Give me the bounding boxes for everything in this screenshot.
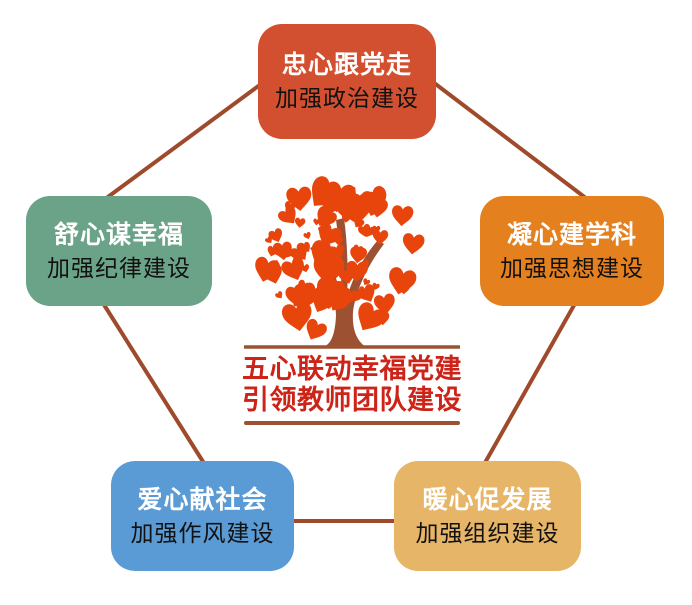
node-subtitle: 加强组织建设: [415, 520, 560, 547]
heart-icon: [268, 228, 283, 243]
connector-line: [95, 74, 274, 207]
heart-icon: [305, 289, 313, 297]
heart-canopy: [255, 176, 425, 340]
heart-icon: [358, 302, 386, 331]
heart-icon: [273, 241, 292, 261]
node-title: 舒心谋幸福: [53, 219, 184, 249]
heart-icon: [282, 301, 312, 332]
heart-icon: [325, 181, 356, 213]
heart-icon: [392, 205, 414, 227]
heart-icon: [356, 201, 364, 210]
heart-icon: [389, 267, 417, 295]
node-right: 凝心建学科 加强思想建设: [480, 196, 664, 306]
center-logo: 五心联动幸福党建 引领教师团队建设: [240, 156, 464, 425]
heart-icon: [262, 263, 282, 284]
heart-icon: [311, 240, 338, 267]
connector-line: [423, 74, 597, 207]
heart-icon: [293, 201, 302, 209]
heart-icon: [338, 267, 355, 284]
logo-underline: [244, 421, 460, 425]
node-left: 舒心谋幸福 加强纪律建设: [26, 196, 212, 306]
heart-icon: [363, 278, 371, 286]
heart-icon: [372, 229, 389, 245]
heart-icon: [374, 293, 395, 315]
heart-icon: [317, 206, 337, 226]
node-subtitle: 加强政治建设: [275, 86, 419, 112]
node-title: 爱心献社会: [137, 484, 268, 514]
heart-icon: [397, 282, 411, 295]
connector-line: [480, 298, 579, 470]
heart-icon: [372, 282, 380, 290]
connector-line: [99, 298, 209, 470]
node-title: 凝心建学科: [506, 219, 637, 249]
heart-icon: [372, 225, 381, 234]
heart-icon: [342, 287, 359, 304]
heart-icon: [284, 201, 296, 212]
node-title: 忠心跟党走: [281, 50, 412, 79]
heart-icon: [358, 224, 370, 237]
heart-icon: [316, 277, 346, 306]
heart-icon: [306, 318, 327, 340]
logo-text-line2: 引领教师团队建设: [242, 385, 462, 416]
heart-icon: [348, 212, 358, 222]
heart-icon: [354, 217, 365, 228]
node-bottom-left: 爱心献社会 加强作风建设: [111, 461, 294, 571]
heart-icon: [366, 191, 381, 206]
heart-icon: [313, 218, 321, 226]
heart-icon: [294, 285, 302, 294]
node-bottom-right: 暖心促发展 加强组织建设: [394, 461, 581, 571]
node-subtitle: 加强作风建设: [130, 520, 275, 547]
heart-icon: [376, 314, 386, 324]
heart-icon: [293, 256, 302, 265]
node-top: 忠心跟党走 加强政治建设: [258, 24, 436, 139]
node-subtitle: 加强思想建设: [500, 255, 644, 282]
heart-icon: [265, 236, 272, 244]
heart-icon: [275, 291, 283, 299]
heart-icon: [334, 236, 343, 246]
heart-icon: [353, 244, 364, 255]
heart-icon: [402, 233, 425, 255]
heart-icon: [359, 286, 370, 297]
heart-icon: [303, 231, 311, 240]
heart-icon: [300, 241, 310, 252]
heart-tree-icon: [244, 176, 460, 349]
heart-icon: [294, 217, 306, 228]
heart-icon: [271, 260, 279, 267]
heart-icon: [272, 246, 282, 256]
logo-text-line1: 五心联动幸福党建: [242, 354, 462, 385]
tree-trunk: [310, 218, 384, 348]
heart-icon: [291, 265, 299, 273]
node-subtitle: 加强纪律建设: [47, 255, 191, 282]
node-title: 暖心促发展: [422, 484, 553, 514]
